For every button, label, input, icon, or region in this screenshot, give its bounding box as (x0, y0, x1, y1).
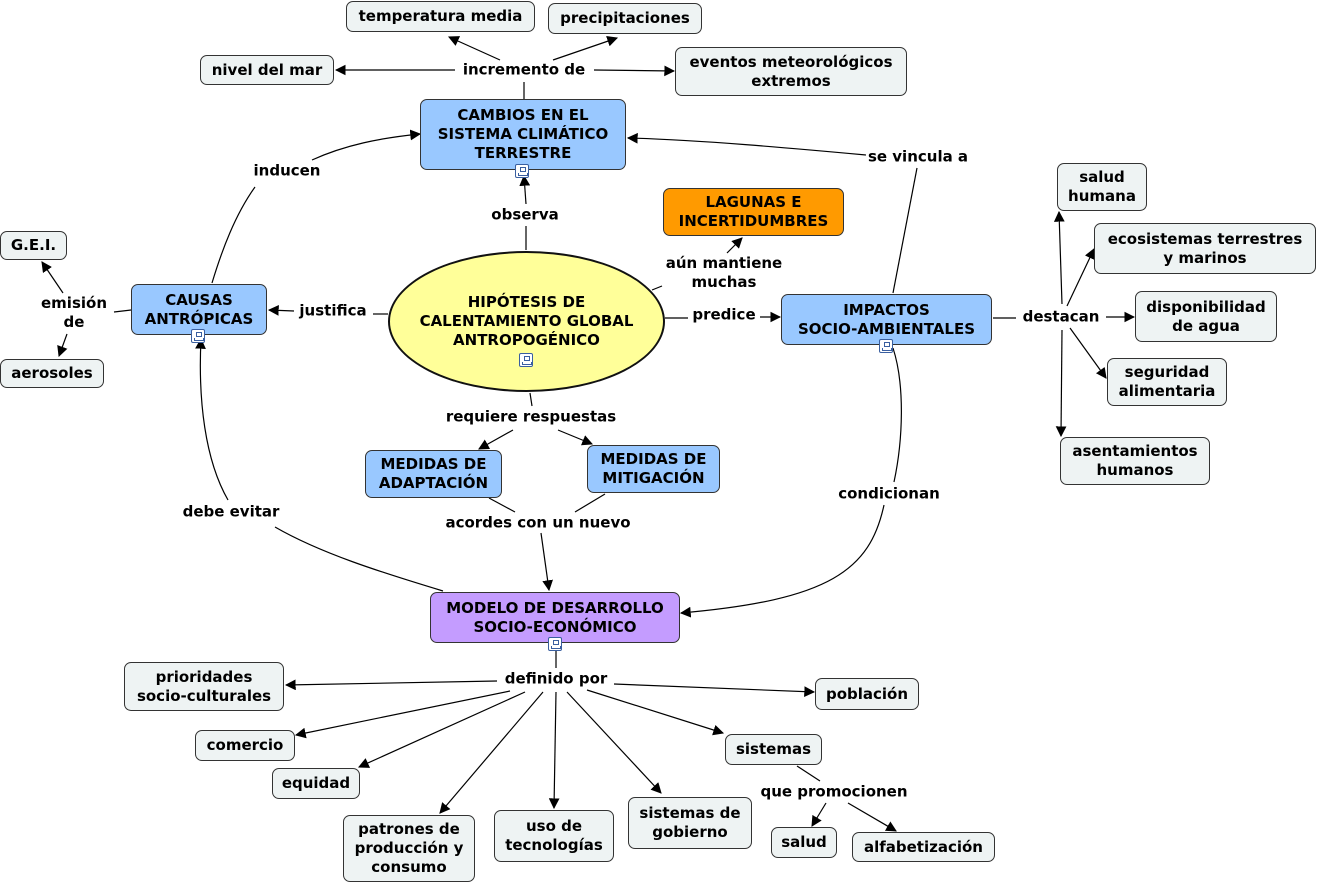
link-sistemas-promocionen (796, 765, 821, 782)
node-asentamientos-humanos[interactable]: asentamientos humanos (1060, 437, 1210, 485)
node-alfabetizacion[interactable]: alfabetización (852, 832, 995, 862)
node-lagunas-incertidumbres[interactable]: LAGUNAS E INCERTIDUMBRES (663, 188, 844, 236)
link-promocionen-salud (811, 802, 827, 827)
node-temperatura-media[interactable]: temperatura media (346, 1, 535, 32)
node-poblacion[interactable]: población (815, 678, 919, 710)
node-cambios-sistema-climatico[interactable]: CAMBIOS EN EL SISTEMA CLIMÁTICO TERRESTR… (420, 99, 626, 170)
link-emision-aerosoles (57, 333, 68, 358)
link-definido-gobierno (566, 691, 662, 794)
link-destacan-ecosistemas (1066, 248, 1095, 307)
link-label-incremento: incremento de (460, 60, 588, 80)
link-modelo-debe (274, 526, 444, 592)
link-promocionen-alfabetizacion (847, 802, 897, 832)
link-label-justifica: justifica (297, 301, 369, 321)
link-label-promocionen: que promocionen (758, 782, 910, 802)
link-incremento-eventos (593, 65, 676, 77)
link-impactos-condicionan (892, 347, 902, 483)
link-label-mantiene: aún mantiene muchas (663, 254, 785, 292)
link-definido-sistemas (586, 689, 725, 736)
link-label-acordes: acordes con un nuevo (443, 513, 633, 533)
link-label-requiere: requiere respuestas (443, 407, 619, 427)
link-label-definido: definido por (502, 669, 610, 689)
link-requiere-adaptacion (478, 429, 514, 450)
node-prioridades[interactable]: prioridades socio-culturales (124, 662, 284, 711)
link-definido-prioridades (284, 679, 498, 691)
node-impactos-socio-ambientales[interactable]: IMPACTOS SOCIO-AMBIENTALES (781, 294, 992, 345)
link-definido-poblacion (613, 683, 816, 698)
node-medidas-mitigacion[interactable]: MEDIDAS DE MITIGACIÓN (587, 445, 720, 493)
link-central-mantiene (651, 285, 663, 291)
link-acordes-modelo (540, 532, 553, 592)
link-destacan-salud (1053, 210, 1065, 305)
node-disponibilidad-agua[interactable]: disponibilidad de agua (1135, 291, 1277, 342)
link-label-debe-evitar: debe evitar (180, 502, 282, 522)
link-definido-comercio (294, 690, 511, 739)
link-label-predice: predice (690, 305, 758, 325)
node-comercio[interactable]: comercio (195, 730, 295, 761)
submap-icon[interactable] (191, 329, 205, 343)
node-salud[interactable]: salud (771, 827, 837, 858)
link-adaptacion-acordes (488, 497, 516, 513)
link-causas-emision (113, 309, 132, 313)
node-modelo-desarrollo[interactable]: MODELO DE DESARROLLO SOCIO-ECONÓMICO (430, 592, 680, 643)
node-ecosistemas[interactable]: ecosistemas terrestres y marinos (1094, 223, 1316, 274)
link-label-destacan: destacan (1020, 307, 1102, 327)
node-causas-antropicas[interactable]: CAUSAS ANTRÓPICAS (131, 284, 267, 335)
node-salud-humana[interactable]: salud humana (1057, 163, 1147, 211)
node-sistemas[interactable]: sistemas (725, 734, 822, 765)
link-label-inducen: inducen (251, 161, 323, 181)
submap-icon[interactable] (879, 339, 893, 353)
node-tecnologias[interactable]: uso de tecnologías (494, 810, 614, 862)
link-destacan-asentamientos (1055, 329, 1067, 438)
link-incremento-temperatura (448, 36, 501, 61)
link-vincula-cambios (626, 132, 867, 156)
link-label-condicionan: condicionan (836, 484, 942, 504)
link-observa-cambios (519, 174, 531, 205)
link-destacan-seguridad (1069, 327, 1107, 379)
node-sistemas-gobierno[interactable]: sistemas de gobierno (628, 797, 752, 849)
link-mantiene-lagunas (726, 237, 743, 254)
node-precipitaciones[interactable]: precipitaciones (548, 3, 702, 34)
link-incremento-precipitaciones (552, 36, 619, 61)
link-central-requiere (529, 392, 533, 407)
link-causas-inducen (211, 186, 256, 284)
link-justifica-causas (267, 304, 295, 316)
link-label-observa: observa (489, 205, 561, 225)
link-emision-gei (41, 261, 64, 294)
link-impactos-vincula (892, 167, 918, 294)
node-hipotesis-calentamiento[interactable]: HIPÓTESIS DE CALENTAMIENTO GLOBAL ANTROP… (388, 251, 665, 392)
submap-icon[interactable] (515, 164, 529, 178)
link-label-vincula: se vincula a (865, 147, 971, 167)
node-seguridad-alimentaria[interactable]: seguridad alimentaria (1107, 358, 1227, 406)
link-definido-patrones (439, 691, 544, 814)
node-eventos-extremos[interactable]: eventos meteorológicos extremos (675, 47, 907, 96)
link-condicionan-modelo (679, 504, 885, 618)
link-definido-tecnologias (548, 691, 560, 810)
node-equidad[interactable]: equidad (272, 768, 360, 799)
node-nivel-del-mar[interactable]: nivel del mar (200, 55, 334, 85)
node-aerosoles[interactable]: aerosoles (0, 359, 104, 388)
node-gei[interactable]: G.E.I. (0, 231, 67, 260)
node-medidas-adaptacion[interactable]: MEDIDAS DE ADAPTACIÓN (365, 450, 502, 498)
submap-icon[interactable] (548, 637, 562, 651)
link-debe-causas (195, 337, 229, 501)
link-definido-equidad (358, 691, 526, 768)
link-inducen-cambios (311, 129, 422, 161)
link-requiere-mitigacion (557, 429, 593, 446)
link-label-emision: emisión de (39, 294, 109, 332)
submap-icon[interactable] (519, 353, 533, 367)
link-mitigacion-acordes (574, 493, 606, 513)
node-patrones[interactable]: patrones de producción y consumo (343, 815, 475, 882)
